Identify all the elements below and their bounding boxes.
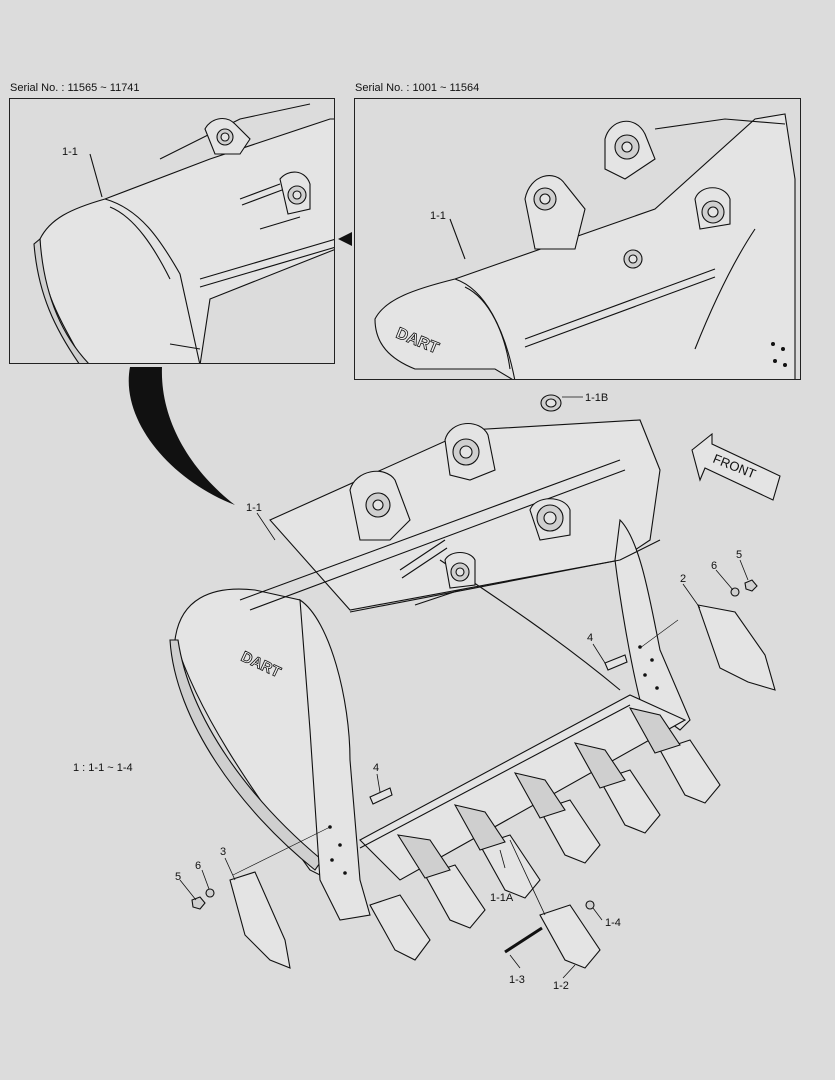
side-cutter-right-2 [697, 604, 776, 691]
callout-1-1a: 1-1A [490, 892, 514, 904]
callout-1-3: 1-3 [509, 974, 525, 986]
bolt-right-4 [604, 654, 628, 671]
inset-pointer-icon [338, 232, 352, 246]
bucket-top-plate [269, 419, 661, 611]
callout-4-right: 4 [587, 632, 593, 644]
tooth-pin-1-3 [504, 926, 543, 954]
bolt-left-4 [369, 787, 393, 805]
callout-1-4: 1-4 [605, 917, 621, 929]
side-cutter-left-3 [229, 871, 291, 969]
callout-5-left: 5 [175, 871, 181, 883]
callout-1-1b: 1-1B [585, 392, 608, 404]
inset-detail-right: 1-1 DART [354, 98, 801, 380]
inset-left-callout: 1-1 [62, 146, 78, 158]
serial-label-right: Serial No. : 1001 ~ 11564 [355, 82, 480, 94]
callout-6-right: 6 [711, 560, 717, 572]
front-direction-arrow-icon [691, 432, 781, 501]
leader-lines [179, 396, 749, 979]
inset-right-callout: 1-1 [430, 210, 446, 222]
callout-6-left: 6 [195, 860, 201, 872]
tooth-retainer-1-4 [585, 900, 595, 910]
nut-right-5 [744, 579, 758, 592]
link-arrow-icon [128, 367, 235, 505]
callout-1-1: 1-1 [246, 502, 262, 514]
serial-label-left: Serial No. : 11565 ~ 11741 [10, 82, 140, 94]
nut-left-5 [191, 896, 206, 910]
bucket-left-side [299, 598, 371, 921]
inset-right-drawing: 1-1 DART [374, 113, 796, 379]
callout-1-2: 1-2 [553, 980, 569, 992]
bucket-right-side [614, 518, 691, 731]
callout-4-left: 4 [373, 762, 379, 774]
scale-note: 1 : 1-1 ~ 1-4 [73, 762, 133, 774]
inset-left-drawing: 1-1 [33, 103, 334, 363]
callout-2: 2 [680, 573, 686, 585]
callout-5-right: 5 [736, 549, 742, 561]
tooth-point-1-2 [539, 904, 601, 969]
washer-left-6 [205, 888, 215, 898]
inset-detail-left: 1-1 [9, 98, 335, 364]
callout-3: 3 [220, 846, 226, 858]
